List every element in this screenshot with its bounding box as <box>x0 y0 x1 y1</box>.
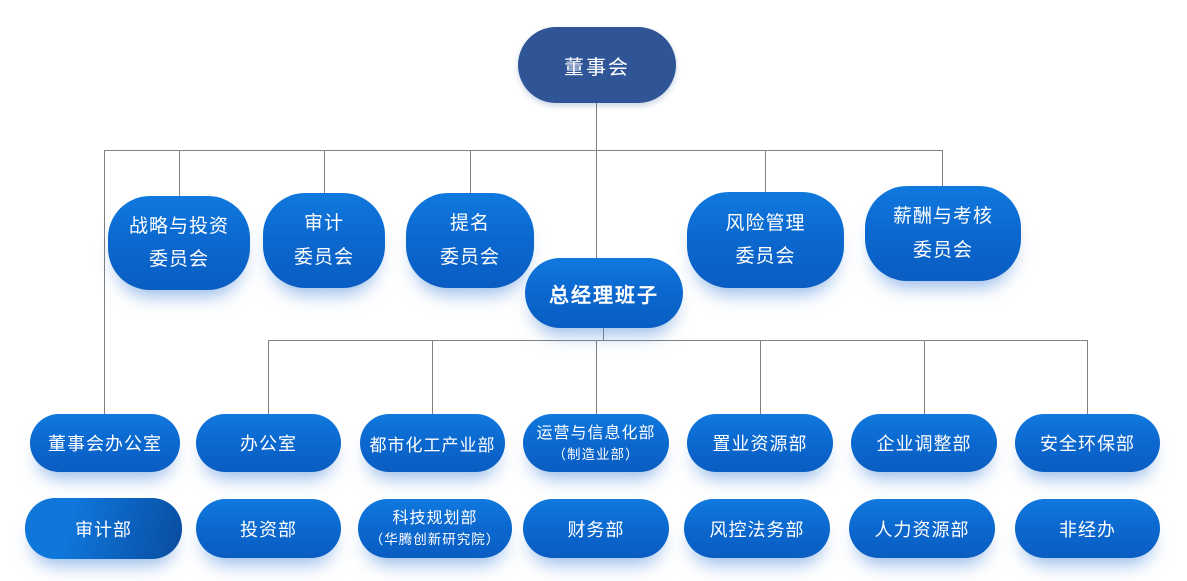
org-node-human-resources-dept: 人力资源部 <box>849 499 995 558</box>
org-node-urban-chemical-industry: 都市化工产业部 <box>360 414 505 472</box>
org-node-label: 总经理班子 <box>549 284 659 307</box>
org-node-audit-dept: 审计部 <box>25 498 182 559</box>
org-node-board-office: 董事会办公室 <box>30 414 180 472</box>
org-node-operations-informatization: 运营与信息化部 （制造业部） <box>523 414 669 472</box>
org-node-label: 审计 <box>303 213 344 235</box>
org-node-label: 人力资源部 <box>874 519 970 540</box>
org-node-committee-strategy-investment: 战略与投资 委员会 <box>108 196 250 290</box>
connector-level1-hline <box>104 150 943 151</box>
org-node-board: 董事会 <box>518 27 676 103</box>
org-node-label: 企业调整部 <box>876 434 972 454</box>
org-node-label: 办公室 <box>240 434 297 454</box>
connector-drop-office <box>268 340 269 414</box>
org-node-non-operating-office: 非经办 <box>1015 499 1160 558</box>
org-node-committee-compensation-assessment: 薪酬与考核 委员会 <box>865 186 1021 281</box>
org-node-gm-team: 总经理班子 <box>525 258 683 328</box>
connector-drop-committee-audit <box>324 150 325 193</box>
connector-drop-committee-strategy <box>179 150 180 196</box>
org-node-label: 委员会 <box>439 246 500 268</box>
org-node-label: 安全环保部 <box>1040 434 1135 454</box>
org-node-tech-planning-dept: 科技规划部 （华腾创新研究院） <box>358 499 512 558</box>
org-node-label: 委员会 <box>148 249 209 270</box>
org-node-investment-dept: 投资部 <box>196 499 341 558</box>
org-node-committee-audit: 审计 委员会 <box>263 193 385 288</box>
org-node-safety-environment: 安全环保部 <box>1015 414 1160 472</box>
org-node-label: 董事会 <box>564 56 630 79</box>
org-node-label: 非经办 <box>1059 519 1116 540</box>
connector-level3-hline <box>268 340 1088 341</box>
org-node-sublabel: （制造业部） <box>552 446 640 462</box>
connector-drop-committee-compensation <box>942 150 943 186</box>
org-node-committee-nomination: 提名 委员会 <box>406 193 534 288</box>
org-node-label: 运营与信息化部 <box>536 424 656 442</box>
connector-drop-urban-chem <box>432 340 433 414</box>
connector-drop-operations <box>596 340 597 414</box>
connector-drop-committee-nomination <box>470 150 471 193</box>
org-node-risk-legal-dept: 风控法务部 <box>684 499 830 558</box>
org-node-label: 委员会 <box>293 246 354 268</box>
connector-board-trunk <box>596 103 597 259</box>
org-node-label: 科技规划部 <box>392 510 478 528</box>
org-node-label: 委员会 <box>912 239 973 261</box>
org-node-label: 财务部 <box>567 519 625 540</box>
org-node-label: 置业资源部 <box>712 434 808 454</box>
org-node-label: 委员会 <box>735 246 796 267</box>
org-node-label: 董事会办公室 <box>48 434 162 454</box>
org-node-enterprise-adjustment: 企业调整部 <box>851 414 997 472</box>
connector-drop-property <box>760 340 761 414</box>
org-node-finance-dept: 财务部 <box>523 499 669 558</box>
org-node-label: 提名 <box>449 213 490 235</box>
connector-drop-board-office <box>104 150 105 414</box>
org-node-committee-risk-management: 风险管理 委员会 <box>687 192 844 288</box>
org-node-label: 都市化工产业部 <box>369 435 496 455</box>
org-node-sublabel: （华腾创新研究院） <box>369 532 501 548</box>
org-node-label: 风控法务部 <box>709 519 805 540</box>
org-node-label: 战略与投资 <box>128 215 229 237</box>
connector-gm-trunk <box>603 326 604 340</box>
connector-drop-safety <box>1087 340 1088 414</box>
connector-drop-enterprise <box>924 340 925 414</box>
org-node-label: 风险管理 <box>725 212 806 234</box>
org-node-label: 薪酬与考核 <box>892 206 993 228</box>
org-node-label: 审计部 <box>75 519 132 540</box>
org-node-label: 投资部 <box>240 519 297 540</box>
connector-drop-committee-risk <box>765 150 766 192</box>
org-node-property-resources: 置业资源部 <box>687 414 833 472</box>
org-node-office: 办公室 <box>196 414 341 472</box>
